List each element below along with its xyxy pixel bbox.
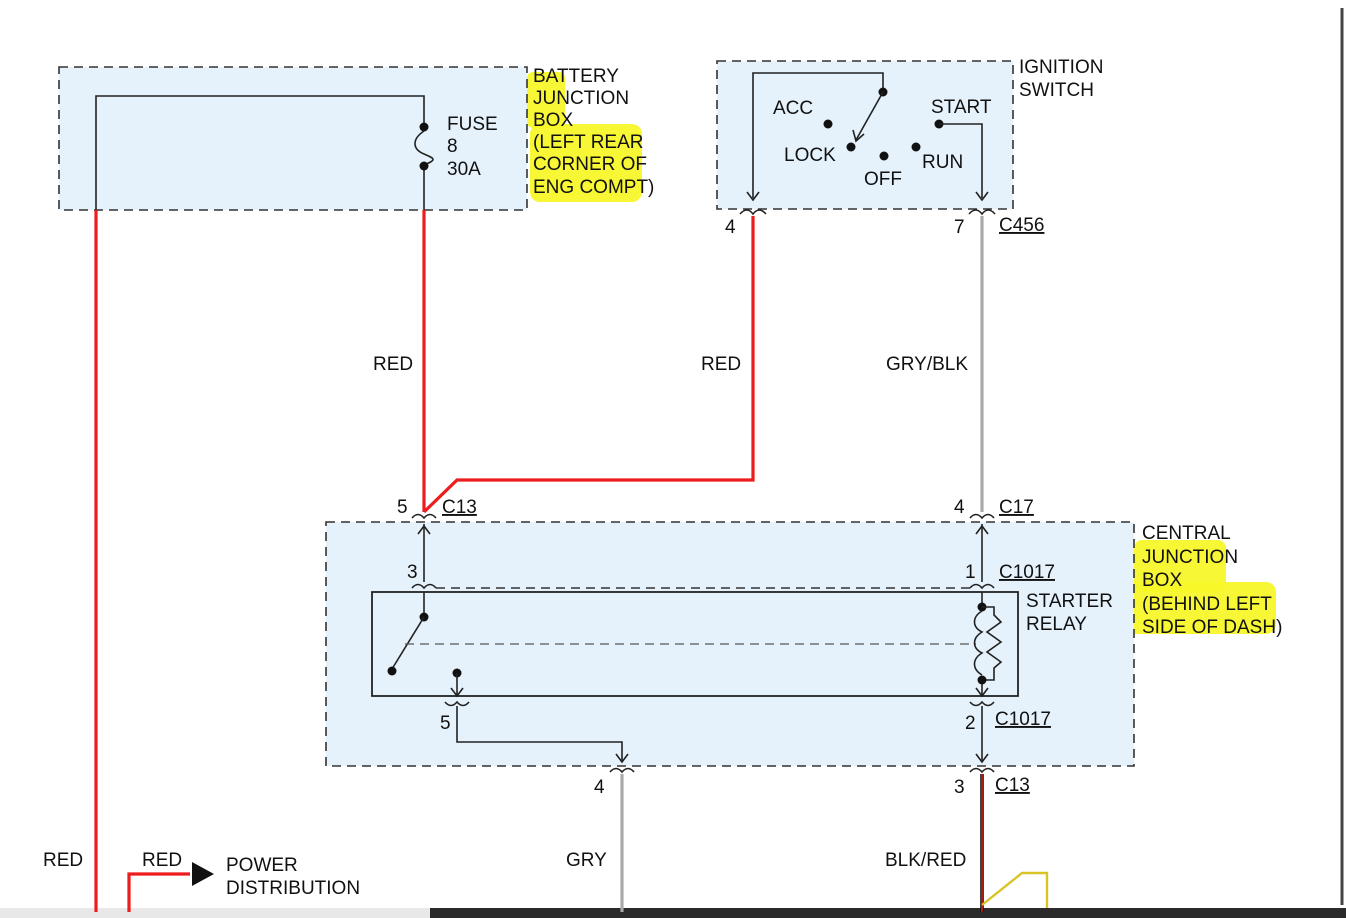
battery-box-label-6: ENG COMPT) <box>533 177 654 198</box>
ignition-pos-start: START <box>931 97 992 118</box>
c1017-bot-left-pin: 5 <box>440 713 451 734</box>
power-dist-label-2: DISTRIBUTION <box>226 878 360 899</box>
relay-switch-blade <box>391 616 425 670</box>
ignition-label-2: SWITCH <box>1019 80 1094 101</box>
wire-ignition-to-c13 <box>422 216 755 514</box>
run-contact <box>911 142 921 152</box>
battery-bus-line <box>95 95 425 210</box>
acc-contact <box>823 119 833 129</box>
wire-label-ground: BLK/RED <box>885 850 966 871</box>
ignition-switch-outline <box>716 60 1014 210</box>
central-junction-box: 3 1 C1017 STARTER RELAY 5 2 C1017 C <box>325 521 1282 767</box>
cjb-label-5: SIDE OF DASH) <box>1142 617 1282 638</box>
ignition-label-1: IGNITION <box>1019 57 1103 78</box>
arrow-right-icon <box>192 862 214 886</box>
start-contact-line <box>939 123 983 198</box>
c1017-top-left-pin: 3 <box>407 562 418 583</box>
c17-pin: 4 <box>954 497 965 518</box>
ignition-switch: ACC LOCK OFF RUN START IGNITION SWITCH <box>716 57 1103 210</box>
connector-c13-bottom: 4 3 C13 <box>594 767 1030 798</box>
battery-box-label-5: CORNER OF <box>533 154 647 175</box>
fuse-label-number: 8 <box>447 136 458 157</box>
c1017-bot-right-pin: 2 <box>965 713 976 734</box>
lock-contact <box>846 142 856 152</box>
off-contact <box>879 151 889 161</box>
fuse-terminal-top <box>419 122 429 132</box>
relay-coil-icon <box>973 610 984 676</box>
wire-power-distribution <box>127 872 190 912</box>
connector-c13-top: 5 C13 <box>397 497 477 520</box>
c456-pin-7: 7 <box>954 217 965 238</box>
c13-bot-right-pin: 3 <box>954 777 965 798</box>
battery-box-label-1: BATTERY <box>533 66 619 87</box>
ignition-pos-acc: ACC <box>773 98 813 119</box>
starter-relay-outline <box>371 591 1019 697</box>
c1017-top-right-pin: 1 <box>965 562 976 583</box>
wire-label-start-out: GRY/BLK <box>886 354 968 375</box>
connector-c456: 4 7 C456 <box>725 209 1044 238</box>
bottom-strip-light <box>0 908 430 918</box>
ignition-switch-blade <box>855 91 884 141</box>
c1017-bot-name: C1017 <box>995 709 1051 730</box>
bottom-strip-dark <box>430 908 1346 918</box>
c13-bot-name: C13 <box>995 775 1030 796</box>
battery-junction-box: FUSE 8 30A BATTERY JUNCTION BOX (LEFT RE… <box>58 66 654 211</box>
ignition-pos-run: RUN <box>922 152 963 173</box>
c13-bot-left-pin: 4 <box>594 777 605 798</box>
relay-label-1: STARTER <box>1026 591 1113 612</box>
ignition-pos-lock: LOCK <box>784 145 836 166</box>
ignition-feed-line <box>752 72 884 198</box>
wire-label-left-main: RED <box>43 850 83 871</box>
fuse-terminal-bottom <box>419 161 429 171</box>
wire-label-power-dist: RED <box>142 850 182 871</box>
fuse-symbol-icon <box>414 130 434 166</box>
ignition-pos-off: OFF <box>864 169 902 190</box>
cjb-label-4: (BEHIND LEFT <box>1142 594 1272 615</box>
battery-junction-box-outline <box>58 66 528 211</box>
fuse-label-name: FUSE <box>447 114 498 135</box>
cjb-label-3: BOX <box>1142 570 1182 591</box>
battery-box-label-2: JUNCTION <box>533 88 629 109</box>
ground-branch-line <box>981 871 1049 908</box>
wire-label-fuse-out: RED <box>373 354 413 375</box>
c17-name: C17 <box>999 497 1034 518</box>
power-dist-label-1: POWER <box>226 855 298 876</box>
c456-name: C456 <box>999 215 1044 236</box>
c13-top-name: C13 <box>442 497 477 518</box>
relay-label-2: RELAY <box>1026 614 1087 635</box>
connector-c17: 4 C17 <box>954 497 1034 520</box>
battery-box-label-3: BOX <box>533 110 573 131</box>
c13-top-pin: 5 <box>397 497 408 518</box>
wire-label-relay-out: GRY <box>566 850 607 871</box>
c1017-top-name: C1017 <box>999 562 1055 583</box>
cjb-label-2: JUNCTION <box>1142 547 1238 568</box>
c456-pin-4: 4 <box>725 217 736 238</box>
relay-resistor-icon <box>982 606 1003 681</box>
cjb-label-1: CENTRAL <box>1142 523 1231 544</box>
fuse-label-rating: 30A <box>447 159 481 180</box>
wire-label-ignition-out: RED <box>701 354 741 375</box>
battery-box-label-4: (LEFT REAR <box>533 132 644 153</box>
